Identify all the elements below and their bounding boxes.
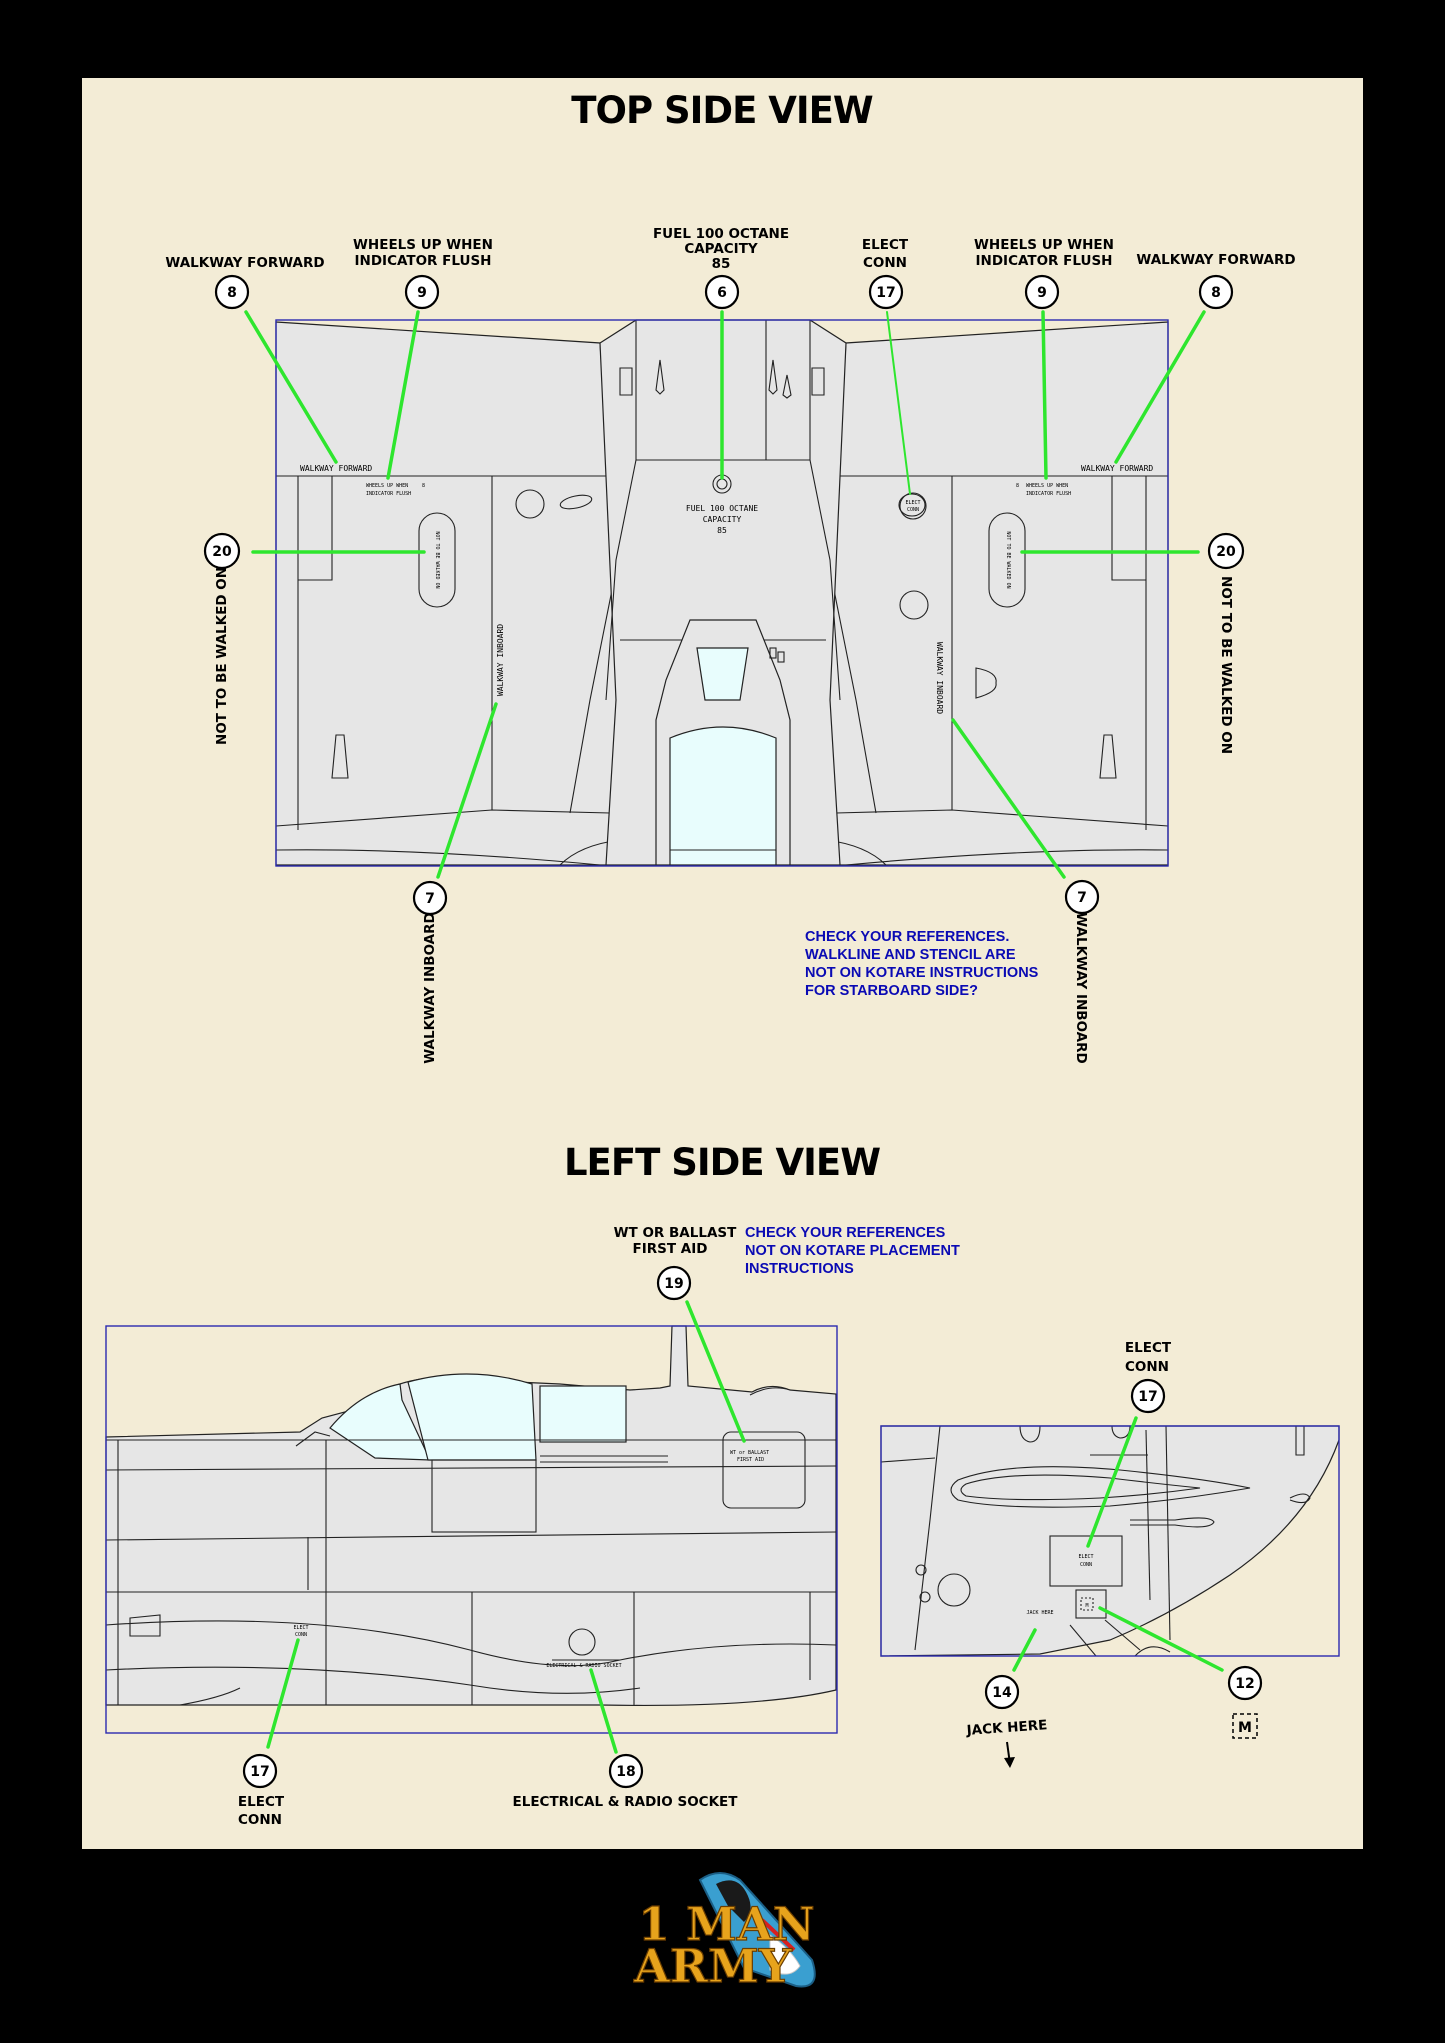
stencil-electrical-radio: ELECTRICAL & RADIO SOCKET bbox=[546, 1663, 621, 1669]
label-wt-ballast-1: WT OR BALLAST bbox=[614, 1225, 737, 1241]
label-elect-top-2: CONN bbox=[863, 255, 907, 271]
stencil-small-8-stbd: 8 bbox=[1016, 483, 1019, 489]
stencil-elect-side-1: ELECT bbox=[293, 1625, 308, 1631]
callout-6-number: 6 bbox=[717, 285, 727, 301]
callout-12-number: 12 bbox=[1235, 1676, 1254, 1692]
port-wing bbox=[275, 321, 637, 866]
label-jack-here: JACK HERE bbox=[965, 1717, 1048, 1739]
top-view-drawing bbox=[275, 319, 1169, 867]
label-fuel-2: CAPACITY bbox=[684, 241, 758, 257]
nose-view-drawing: ELECT CONN JACK HERE M bbox=[880, 1425, 1340, 1657]
stencil-walkway-forward-port: WALKWAY FORWARD bbox=[300, 464, 372, 473]
stencil-wt-ballast-1: WT or BALLAST bbox=[730, 1450, 769, 1456]
port-no-walk-area bbox=[418, 512, 456, 608]
callout-17-side-number: 17 bbox=[250, 1764, 269, 1780]
stencil-elect-top-1: ELECT bbox=[905, 500, 920, 506]
label-elect-nose-2: CONN bbox=[1125, 1359, 1169, 1375]
label-no-walk-port: NOT TO BE WALKED ON bbox=[214, 567, 230, 745]
note-top-line-2: WALKLINE AND STENCIL ARE bbox=[805, 947, 1016, 963]
stencil-wheels-up-port-1: WHEELS UP WHEN bbox=[366, 483, 408, 489]
left-view-frame bbox=[105, 1325, 838, 1734]
label-no-walk-stbd: NOT TO BE WALKED ON bbox=[1218, 576, 1234, 754]
label-electrical-radio: ELECTRICAL & RADIO SOCKET bbox=[513, 1794, 739, 1810]
stencil-fuel-1: FUEL 100 OCTANE bbox=[686, 504, 758, 513]
callout-8-port-number: 8 bbox=[227, 285, 237, 301]
left-view-note: CHECK YOUR REFERENCES NOT ON KOTARE PLAC… bbox=[745, 1225, 960, 1277]
top-view-labels: WALKWAY FORWARD WHEELS UP WHEN INDICATOR… bbox=[165, 226, 1295, 1064]
stencil-wheels-up-stbd-2: INDICATOR FLUSH bbox=[1026, 491, 1071, 497]
m-mark-box bbox=[1232, 1713, 1258, 1739]
left-view-callouts: 19 17 17 18 14 12 bbox=[242, 1265, 1263, 1789]
left-view-labels: WT OR BALLAST FIRST AID ELECT CONN ELECT… bbox=[238, 1225, 1258, 1828]
stencil-jack-here: JACK HERE bbox=[1026, 1610, 1053, 1616]
stencil-small-8-port: 8 bbox=[422, 483, 425, 489]
note-left-line-3: INSTRUCTIONS bbox=[745, 1261, 854, 1277]
top-view-title: TOP SIDE VIEW bbox=[571, 89, 873, 132]
note-top-line-3: NOT ON KOTARE INSTRUCTIONS bbox=[805, 965, 1039, 981]
left-view-drawing: WT or BALLAST FIRST AID ELECT CONN ELECT… bbox=[105, 1325, 838, 1734]
callout-7-stbd-number: 7 bbox=[1077, 890, 1087, 906]
stencil-walkway-forward-stbd: WALKWAY FORWARD bbox=[1081, 464, 1153, 473]
stencil-wheels-up-stbd-1: WHEELS UP WHEN bbox=[1026, 483, 1068, 489]
label-elect-nose-1: ELECT bbox=[1125, 1340, 1172, 1356]
nose-view-frame bbox=[880, 1425, 1340, 1657]
callout-19-number: 19 bbox=[664, 1276, 683, 1292]
callout-20-port-number: 20 bbox=[212, 544, 232, 560]
top-view-stencils: WALKWAY FORWARD WALKWAY FORWARD WHEELS U… bbox=[300, 464, 1153, 714]
label-walkway-inboard-stbd: WALKWAY INBOARD bbox=[1073, 912, 1089, 1064]
stencil-elect-side-2: CONN bbox=[295, 1632, 307, 1638]
stencil-fuel-3: 85 bbox=[717, 526, 727, 535]
label-fuel-1: FUEL 100 OCTANE bbox=[653, 226, 789, 242]
label-elect-side-1: ELECT bbox=[238, 1794, 285, 1810]
callout-9-port-number: 9 bbox=[417, 285, 427, 301]
label-wheels-up-stbd-2: INDICATOR FLUSH bbox=[976, 253, 1113, 269]
callout-14-number: 14 bbox=[992, 1685, 1012, 1701]
stencil-m-mark: M bbox=[1085, 1603, 1088, 1609]
label-wheels-up-port-2: INDICATOR FLUSH bbox=[355, 253, 492, 269]
stencil-no-walk-port: NOT TO BE WALKED ON bbox=[434, 531, 440, 588]
label-fuel-3: 85 bbox=[712, 256, 731, 272]
callout-17-nose-number: 17 bbox=[1138, 1389, 1157, 1405]
stencil-fuel-2: CAPACITY bbox=[703, 515, 742, 524]
callout-17-top-number: 17 bbox=[876, 285, 895, 301]
label-wheels-up-port-1: WHEELS UP WHEN bbox=[353, 237, 493, 253]
label-wheels-up-stbd-1: WHEELS UP WHEN bbox=[974, 237, 1114, 253]
label-elect-top-1: ELECT bbox=[862, 237, 909, 253]
note-top-line-4: FOR STARBOARD SIDE? bbox=[805, 983, 978, 999]
starboard-no-walk-area bbox=[988, 512, 1026, 608]
note-left-line-2: NOT ON KOTARE PLACEMENT bbox=[745, 1243, 960, 1259]
label-elect-side-2: CONN bbox=[238, 1812, 282, 1828]
left-view-leaders bbox=[266, 1300, 1224, 1754]
label-m-mark: M bbox=[1238, 1720, 1252, 1736]
stencil-wheels-up-port-2: INDICATOR FLUSH bbox=[366, 491, 411, 497]
top-view-callouts: 8 9 6 17 9 8 20 20 7 7 bbox=[203, 274, 1245, 916]
brand-logo: 1 MAN ARMY bbox=[632, 1872, 816, 1994]
stencil-no-walk-stbd: NOT TO BE WALKED ON bbox=[1005, 531, 1011, 588]
stencil-elect-nose-1: ELECT bbox=[1078, 1554, 1093, 1560]
top-view-leaders bbox=[244, 310, 1206, 879]
stencil-walkway-inboard-port: WALKWAY INBOARD bbox=[496, 624, 505, 696]
label-walkway-inboard-port: WALKWAY INBOARD bbox=[422, 912, 438, 1064]
label-walkway-forward-stbd: WALKWAY FORWARD bbox=[1136, 252, 1295, 268]
callout-20-stbd-number: 20 bbox=[1216, 544, 1236, 560]
callout-8-stbd-number: 8 bbox=[1211, 285, 1221, 301]
callout-9-stbd-number: 9 bbox=[1037, 285, 1047, 301]
top-view-note: CHECK YOUR REFERENCES. WALKLINE AND STEN… bbox=[805, 929, 1039, 999]
left-view-title: LEFT SIDE VIEW bbox=[564, 1141, 880, 1184]
stencil-walkway-inboard-stbd: WALKWAY INBOARD bbox=[935, 642, 944, 714]
note-top-line-1: CHECK YOUR REFERENCES. bbox=[805, 929, 1009, 945]
label-walkway-forward-port: WALKWAY FORWARD bbox=[165, 255, 324, 271]
callout-18-number: 18 bbox=[616, 1764, 635, 1780]
stencil-wt-ballast-2: FIRST AID bbox=[737, 1457, 764, 1463]
stencil-elect-top-2: CONN bbox=[907, 507, 919, 513]
logo-line-2: ARMY bbox=[633, 1939, 793, 1993]
label-wt-ballast-2: FIRST AID bbox=[633, 1241, 708, 1257]
logo-line-1: 1 MAN bbox=[638, 1897, 815, 1951]
note-left-line-1: CHECK YOUR REFERENCES bbox=[745, 1225, 946, 1241]
callout-7-port-number: 7 bbox=[425, 891, 435, 907]
stencil-elect-nose-2: CONN bbox=[1080, 1562, 1092, 1568]
